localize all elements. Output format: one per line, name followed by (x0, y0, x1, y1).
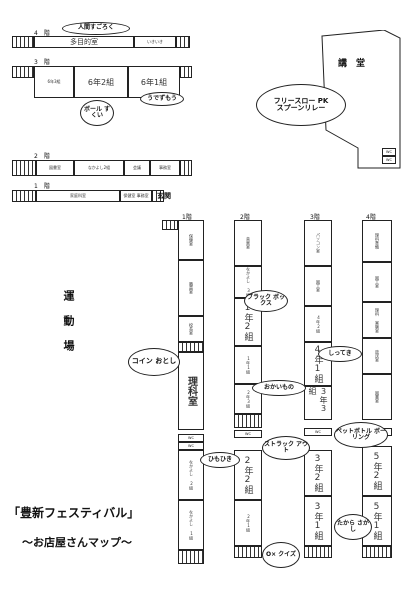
c3-room-a: パソコン室 (304, 220, 332, 266)
c4-room-d: 放送室 (362, 338, 392, 374)
undojo-label: 運動場 (62, 290, 75, 365)
c1-stair-top (162, 220, 178, 230)
c1-room-f: なかよし 1組 (178, 500, 204, 550)
c1-room-a: 保健室 (178, 220, 204, 260)
room-6-3: 6年3組 (34, 66, 74, 98)
stair-2f (12, 160, 36, 176)
room2-a: 図書室 (36, 160, 74, 176)
bubble-udezumou: うでずもう (140, 92, 184, 106)
bubble-ball-sukui: ボール すくい (80, 100, 114, 126)
c3-room-c: 4年2組 (304, 306, 332, 342)
c3-room-e: 3年3組 (304, 386, 332, 420)
c2-room-d: 1年1組 (234, 346, 262, 384)
bubble-pet-bowling: ペットボトル ボーリング (334, 422, 388, 448)
room2-b: なかよし2組 (74, 160, 124, 176)
room1-a: 家庭科室 (36, 190, 120, 202)
col-head-1f: 1階 (182, 214, 192, 221)
c3-room-b: 図工室 (304, 266, 332, 306)
c2-room-g: 2年1組 (234, 500, 262, 546)
c3-room-g: 3年1組 (304, 496, 332, 546)
c2-room-e: 2年3組 (234, 384, 262, 414)
stair-1f (12, 190, 36, 202)
c2-room-a: 音楽室 (234, 220, 262, 266)
col-head-4f: 4階 (366, 214, 376, 221)
kodo-label: 講 堂 (338, 59, 366, 69)
c1-room-c: 校長室 (178, 316, 204, 342)
c4-room-b: 図工室 (362, 262, 392, 302)
stair-4f-right (176, 36, 190, 48)
c1-stair-mid (178, 342, 204, 352)
bubble-coin-otoshi: コイン おとし (128, 348, 180, 376)
room2-d: 事務室 (150, 160, 180, 176)
bubble-ox-quiz: O× クイズ (262, 542, 300, 568)
genkan-label: 玄関 (157, 192, 171, 200)
stair-2f-right (180, 160, 192, 176)
room1-b: 保健室 事務室 (120, 190, 152, 202)
floor1-label: 1 階 (34, 183, 50, 190)
col-head-3f: 3階 (310, 214, 320, 221)
c1-wc: WC (178, 434, 204, 442)
col-head-2f: 2階 (240, 214, 250, 221)
kodo-wc-1: WC (382, 148, 396, 156)
kodo-outline (321, 30, 401, 169)
c3-wc: WC (304, 428, 332, 436)
stair-3f (12, 66, 34, 78)
c3-stair-bottom (304, 546, 332, 558)
bubble-kodo: フリースロー PK スプーンリレー (256, 84, 346, 126)
room2-c: 会議 (124, 160, 150, 176)
stair-3f-right (180, 66, 192, 78)
bubble-struck-out: ストラック アウト (262, 436, 310, 460)
bubble-okaimono: おかいもの (252, 380, 306, 396)
kodo-wc-2: WC (382, 156, 396, 164)
page-subtitle: ～お店屋さんマップ～ (22, 536, 132, 549)
bubble-himohiki: ひもひき (200, 452, 240, 468)
c4-room-c: 理科 実験室 (362, 302, 392, 338)
bubble-shiteki: しってき (318, 346, 362, 362)
floor3-label: 3 階 (34, 59, 50, 66)
c4-room-g: 5年1組 (362, 496, 392, 546)
c1-wc-2: WC (178, 442, 204, 450)
c4-room-a: 理科準備 (362, 220, 392, 262)
room-ikiiki: いきいき (134, 36, 176, 48)
floor4-label: 4 階 (34, 30, 50, 37)
c4-stair-bottom (362, 546, 392, 558)
c4-room-f: 5年2組 (362, 446, 392, 496)
bubble-takara-sagashi: たから さがし (334, 514, 372, 540)
room-multipurpose: 多目的室 (34, 36, 134, 48)
c2-stair-mid (234, 414, 262, 428)
c1-stair-bottom (178, 550, 204, 564)
stair-1f-right (152, 190, 164, 202)
bubble-ningen-sugoroku: 人間すごろく (62, 22, 130, 35)
c4-room-e: 図書室 (362, 374, 392, 420)
floor2-label: 2 階 (34, 153, 50, 160)
bubble-black-box: ブラック ボックス (244, 290, 288, 312)
c1-room-d: 理科室 (178, 352, 204, 430)
page-title: 「豊新フェスティバル」 (8, 506, 140, 520)
c3-room-f: 3年2組 (304, 450, 332, 496)
c2-wc: WC (234, 430, 262, 438)
c2-stair-bottom (234, 546, 262, 558)
stair-4f (12, 36, 34, 48)
c1-room-e: なかよし 2組 (178, 450, 204, 500)
room-6-2: 6年2組 (74, 66, 128, 98)
c1-room-b: 職員室 (178, 260, 204, 316)
